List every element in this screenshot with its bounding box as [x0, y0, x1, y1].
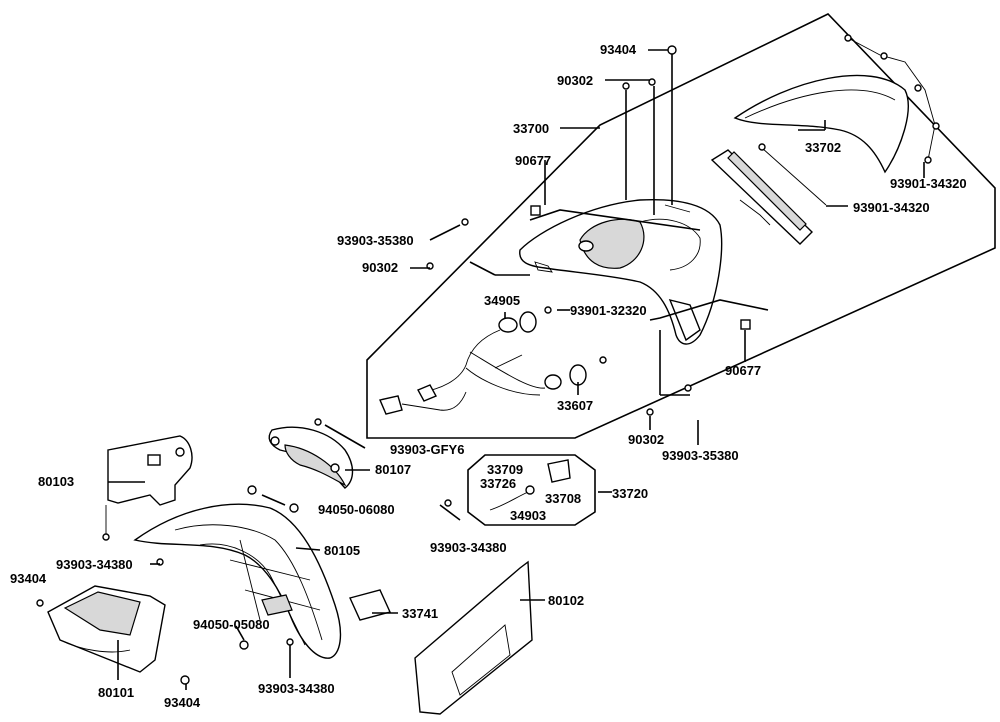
callout-94050-05080: 94050-05080 [193, 617, 270, 632]
callout-93903-34380-b: 93903-34380 [56, 557, 133, 572]
callout-93404-top: 93404 [600, 42, 637, 57]
callout-90302-top: 90302 [557, 73, 593, 88]
part-screw-set-93901-34320-a [844, 34, 940, 164]
callout-93903-35380-a: 93903-35380 [337, 233, 414, 248]
callout-90302-bot: 90302 [628, 432, 664, 447]
callout-80102: 80102 [548, 593, 584, 608]
callout-33708: 33708 [545, 491, 581, 506]
part-fender-80105 [133, 503, 342, 659]
callout-80101: 80101 [98, 685, 134, 700]
callout-93901-34320-b: 93901-34320 [853, 200, 930, 215]
callout-93901-34320-a: 93901-34320 [890, 176, 967, 191]
part-led-strip [710, 143, 827, 245]
part-reflector-33741 [349, 589, 391, 621]
callout-93404-left: 93404 [10, 571, 47, 586]
callout-80107: 80107 [375, 462, 411, 477]
callout-93901-32320: 93901-32320 [570, 303, 647, 318]
callout-80105: 80105 [324, 543, 360, 558]
part-screws-misc [156, 45, 692, 650]
callout-33709: 33709 [487, 462, 523, 477]
part-license-light [489, 459, 571, 511]
callout-93404-bot: 93404 [164, 695, 201, 710]
callout-34905: 34905 [484, 293, 520, 308]
callout-33741: 33741 [402, 606, 438, 621]
callout-93903-34380-a: 93903-34380 [430, 540, 507, 555]
part-clip-90677-top [530, 205, 541, 216]
group-outline-33700 [366, 13, 996, 439]
callout-33720: 33720 [612, 486, 648, 501]
callout-94050-06080: 94050-06080 [318, 502, 395, 517]
callout-33700: 33700 [513, 121, 549, 136]
part-plate-bracket-80102 [414, 560, 533, 715]
part-bracket-80103 [102, 435, 193, 541]
callout-34903: 34903 [510, 508, 546, 523]
part-bulb-set [379, 311, 587, 415]
callout-93903-35380-b: 93903-35380 [662, 448, 739, 463]
part-clip-90677-bot [740, 319, 751, 330]
part-bracket-80107 [268, 426, 354, 489]
callout-33702: 33702 [805, 140, 841, 155]
callout-90302-mid: 90302 [362, 260, 398, 275]
callout-93903-34380-c: 93903-34380 [258, 681, 335, 696]
part-rear-cover-33702 [733, 74, 909, 174]
part-taillight-housing [519, 198, 723, 345]
callout-90677-top: 90677 [515, 153, 551, 168]
callout-90677-bot: 90677 [725, 363, 761, 378]
leader-lines [108, 49, 925, 690]
callout-33726: 33726 [480, 476, 516, 491]
part-tray-80101 [36, 585, 190, 685]
callout-93903-GFY6: 93903-GFY6 [390, 442, 464, 457]
callout-33607: 33607 [557, 398, 593, 413]
group-outline-33720 [467, 454, 596, 526]
callout-80103: 80103 [38, 474, 74, 489]
